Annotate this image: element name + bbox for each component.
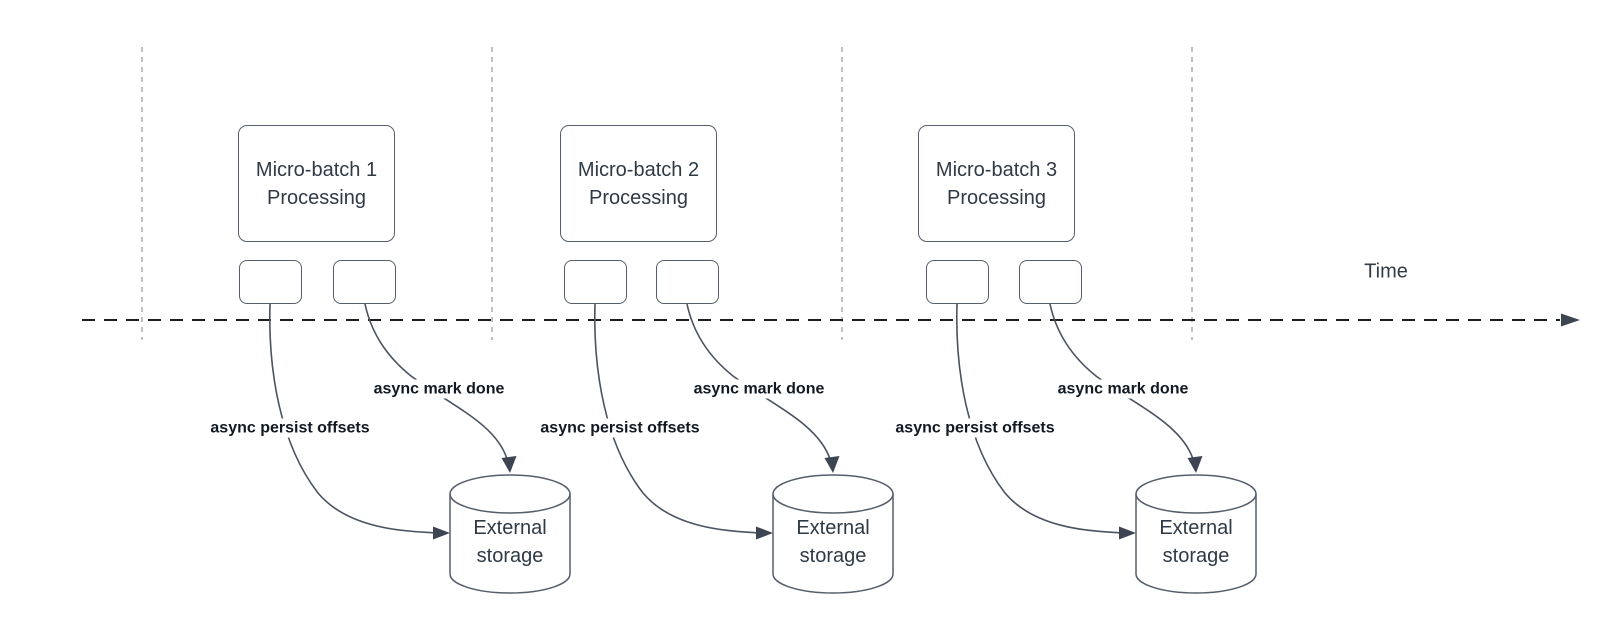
storage-cylinders [449, 474, 1257, 594]
micro-batch-3-processing-box: Micro-batch 3 Processing [918, 125, 1075, 242]
persist-offsets-arrowhead-icon-2 [756, 526, 773, 540]
micro-batch-2-task-box-left [564, 260, 627, 304]
mark-done-curve-1 [364, 303, 508, 460]
micro-batch-2-processing-box: Micro-batch 2 Processing [560, 125, 717, 242]
external-storage-cylinder-rim-2 [772, 493, 894, 514]
external-storage-cylinder-1 [449, 474, 571, 594]
external-storage-cylinder-rim-3 [1135, 493, 1257, 514]
time-axis-arrowhead-icon [1561, 313, 1580, 327]
async-mark-done-label-1: async mark done [370, 379, 508, 399]
micro-batch-3-task-box-left [926, 260, 989, 304]
persist-offsets-arrowhead-icon-3 [1119, 526, 1136, 540]
mark-done-curve-2 [686, 303, 831, 460]
external-storage-cylinder-3 [1135, 474, 1257, 594]
persist-offsets-curve-3 [955, 303, 1123, 534]
micro-batch-1-task-box-left [239, 260, 302, 304]
micro-batch-1-task-box-right [333, 260, 396, 304]
external-storage-label-1: External storage [473, 517, 547, 567]
interval-guide-lines [141, 47, 1193, 340]
async-persist-offsets-label-3: async persist offsets [892, 418, 1058, 438]
mark-done-arrowhead-icon-1 [501, 456, 517, 473]
mark-done-curve-3 [1049, 303, 1194, 460]
async-mark-done-label-3: async mark done [1054, 379, 1192, 399]
mark-done-arrowhead-icon-3 [1187, 456, 1203, 473]
micro-batch-1-processing-box: Micro-batch 1 Processing [238, 125, 395, 242]
time-axis-label: Time [1364, 260, 1408, 283]
external-storage-label-2: External storage [796, 517, 870, 567]
external-storage-cylinder-rim-1 [449, 493, 571, 514]
mark-done-arrowhead-icon-2 [824, 456, 840, 473]
external-storage-label-3: External storage [1159, 517, 1233, 567]
persist-offsets-curve-1 [268, 303, 437, 534]
async-mark-done-label-2: async mark done [690, 379, 828, 399]
persist-offsets-arrowhead-icon-1 [433, 526, 450, 540]
async-persist-offsets-label-2: async persist offsets [537, 418, 703, 438]
micro-batch-2-task-box-right [656, 260, 719, 304]
persist-offsets-curve-2 [593, 303, 760, 534]
async-persist-offsets-label-1: async persist offsets [207, 418, 373, 438]
micro-batch-3-task-box-right [1019, 260, 1082, 304]
external-storage-cylinder-2 [772, 474, 894, 594]
